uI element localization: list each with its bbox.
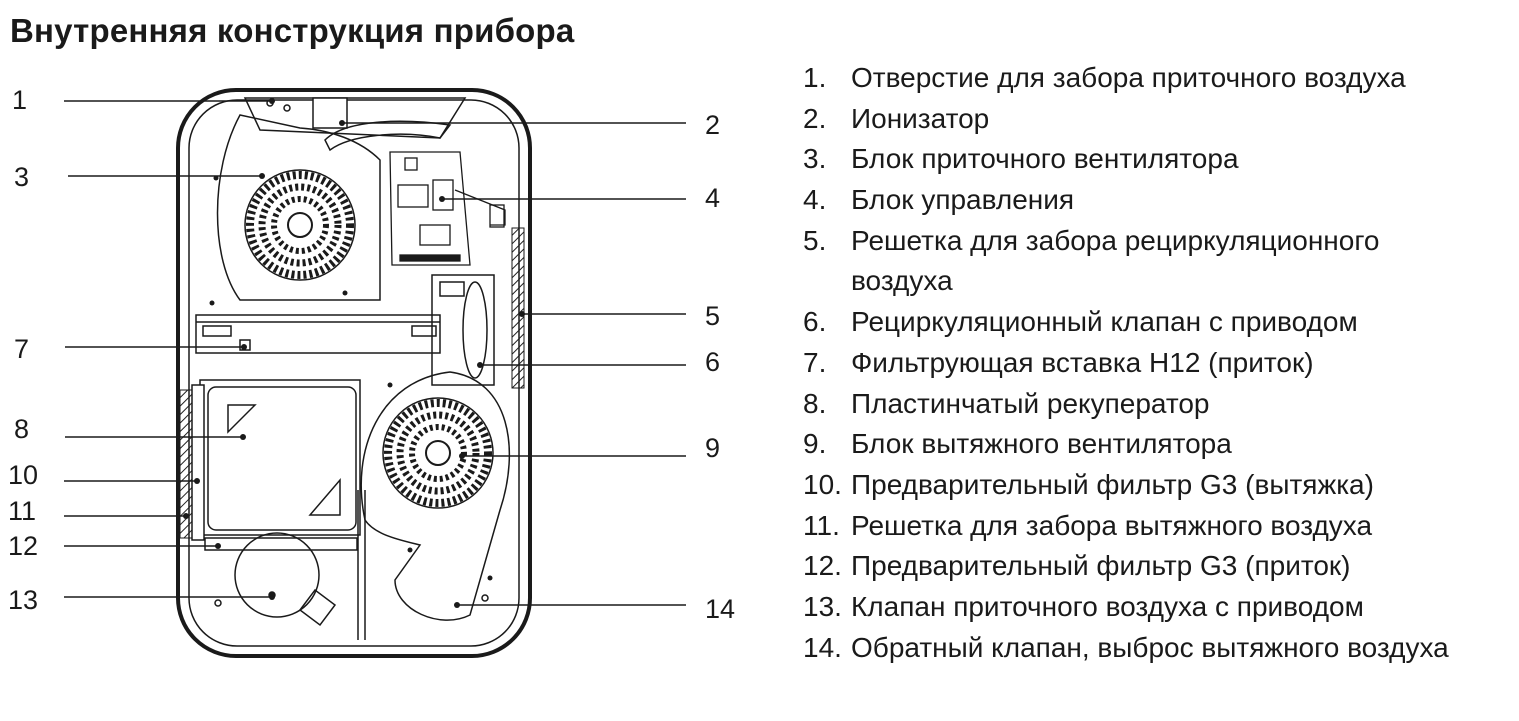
callout-2: 2 (705, 110, 721, 140)
legend-item: 10. Предварительный фильтр G3 (вытяжка) (803, 465, 1519, 506)
legend-text: Фильтрующая вставка H12 (приток) (851, 346, 1314, 378)
page-title: Внутренняя конструкция прибора (10, 12, 575, 49)
supply-fan-unit (209, 114, 381, 306)
control-unit (389, 151, 506, 266)
check-valve (481, 594, 489, 602)
legend-number: 9. (803, 428, 827, 460)
prefilter-g3-supply (204, 537, 358, 551)
legend-text: Ионизатор (851, 102, 990, 134)
legend-number: 12. (803, 550, 842, 582)
callout-7: 7 (14, 334, 30, 364)
legend-text: Блок управления (851, 184, 1075, 216)
legend-text: Обратный клапан, выброс вытяжного воздух… (851, 631, 1449, 663)
callout-5: 5 (705, 301, 721, 331)
legend-item: 8. Пластинчатый рекуператор (803, 384, 1519, 425)
exhaust-fan-unit (360, 371, 511, 621)
legend-text: Решетка для забора вытяжного воздуха (851, 509, 1373, 541)
callout-11: 11 (8, 496, 37, 526)
legend-item: 7. Фильтрующая вставка H12 (приток) (803, 343, 1519, 384)
callout-1: 1 (12, 85, 28, 115)
legend-text: Блок приточного вентилятора (851, 143, 1239, 175)
legend-item: 11. Решетка для забора вытяжного воздуха (803, 506, 1519, 547)
recirculation-grille (511, 227, 525, 389)
legend-item: 4. Блок управления (803, 180, 1519, 221)
legend-item: 6. Рециркуляционный клапан с приводом (803, 302, 1519, 343)
device-diagram (64, 88, 686, 658)
legend-text: Предварительный фильтр G3 (приток) (851, 550, 1351, 582)
callout-4: 4 (705, 183, 721, 213)
device-housing (176, 88, 532, 658)
callout-12: 12 (8, 531, 39, 561)
legend-number: 14. (803, 631, 842, 663)
legend-number: 5. (803, 224, 827, 256)
leader-lines (64, 100, 686, 606)
callout-9: 9 (705, 433, 721, 463)
legend-number: 4. (803, 184, 827, 216)
legend-number: 3. (803, 143, 827, 175)
legend-number: 1. (803, 62, 827, 93)
legend-text: Предварительный фильтр G3 (вытяжка) (851, 468, 1374, 500)
legend-item: 9. Блок вытяжного вентилятора (803, 424, 1519, 465)
callout-13: 13 (8, 585, 39, 615)
legend-text: Рециркуляционный клапан с приводом (851, 306, 1358, 338)
legend-text: Отверстие для забора приточного воздуха (851, 62, 1406, 93)
recirculation-damper (431, 274, 495, 386)
legend-text: Решетка для забора рециркуляционного воз… (851, 224, 1380, 297)
legend-number: 6. (803, 306, 827, 338)
legend-item: 12. Предварительный фильтр G3 (приток) (803, 546, 1519, 587)
prefilter-g3-exhaust (191, 384, 205, 541)
ionizer (324, 120, 452, 152)
legend-number: 11. (803, 509, 840, 541)
component-legend: 1. Отверстие для забора приточного воздух… (803, 58, 1519, 668)
legend-number: 7. (803, 346, 827, 378)
legend-item: 14. Обратный клапан, выброс вытяжного воз… (803, 628, 1519, 669)
h12-filter-insert (195, 314, 441, 354)
legend-number: 2. (803, 102, 827, 134)
callout-8: 8 (14, 414, 30, 444)
legend-number: 8. (803, 387, 827, 419)
legend-number: 13. (803, 590, 842, 622)
legend-item: 2. Ионизатор (803, 99, 1519, 140)
legend-item: 1. Отверстие для забора приточного воздух… (803, 58, 1519, 99)
legend-item: 5. Решетка для забора рециркуляционного в… (803, 221, 1519, 302)
callout-14: 14 (705, 594, 736, 624)
legend-item: 3. Блок приточного вентилятора (803, 139, 1519, 180)
legend-number: 10. (803, 468, 842, 500)
callout-6: 6 (705, 347, 721, 377)
callout-10: 10 (8, 460, 39, 490)
legend-text: Блок вытяжного вентилятора (851, 428, 1232, 460)
legend-item: 13. Клапан приточного воздуха с приводом (803, 587, 1519, 628)
legend-text: Пластинчатый рекуператор (851, 387, 1210, 419)
legend-text: Клапан приточного воздуха с приводом (851, 590, 1364, 622)
callout-3: 3 (14, 162, 30, 192)
